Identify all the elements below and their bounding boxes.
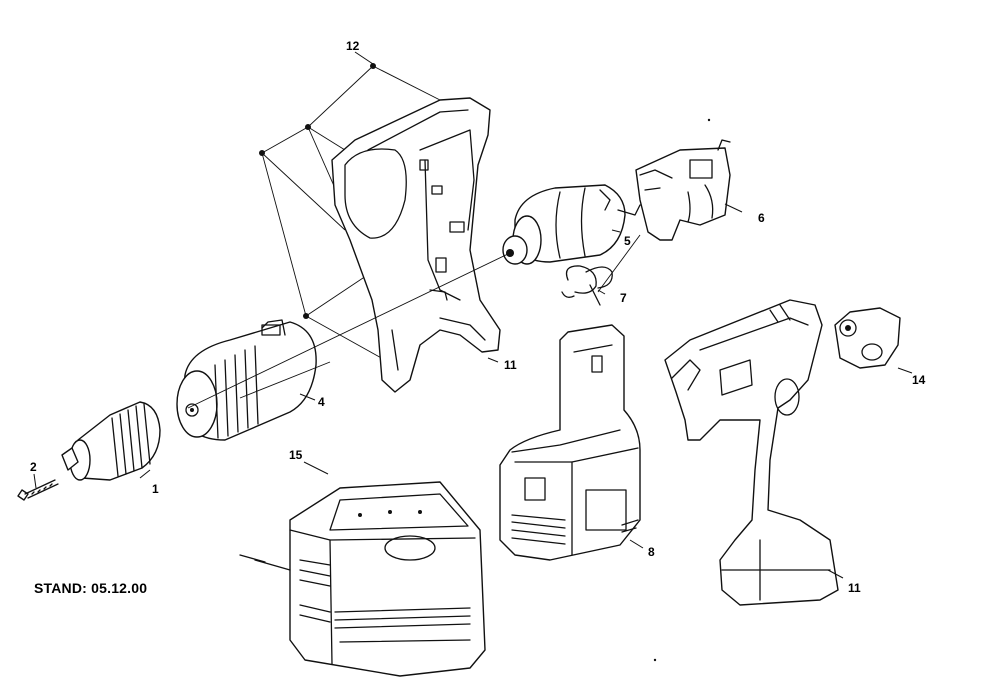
callout-7: 7 xyxy=(620,291,627,305)
part-6-switch xyxy=(635,139,731,241)
part-8-battery xyxy=(499,324,641,561)
callout-11-lower: 11 xyxy=(848,581,861,595)
callout-6: 6 xyxy=(758,211,765,225)
part-5-motor xyxy=(502,184,641,265)
callout-1: 1 xyxy=(152,482,159,496)
callout-5: 5 xyxy=(624,234,631,248)
callout-11-upper: 11 xyxy=(504,358,517,372)
part-7-clip xyxy=(561,265,613,306)
callout-8: 8 xyxy=(648,545,655,559)
part-15-charger xyxy=(239,481,486,677)
part-1-chuck xyxy=(61,401,161,481)
callout-14: 14 xyxy=(912,373,926,387)
part-2-screw xyxy=(17,479,59,501)
part-4-gearbox xyxy=(176,319,317,441)
callout-12: 12 xyxy=(346,39,360,53)
part-14-latch xyxy=(834,307,901,369)
callout-4: 4 xyxy=(318,395,325,409)
callout-15: 15 xyxy=(289,448,303,462)
part-11-housing-handle xyxy=(664,299,839,606)
callout-2: 2 xyxy=(30,460,37,474)
part-11-housing-shell xyxy=(331,97,501,393)
date-stamp: STAND: 05.12.00 xyxy=(34,580,148,596)
